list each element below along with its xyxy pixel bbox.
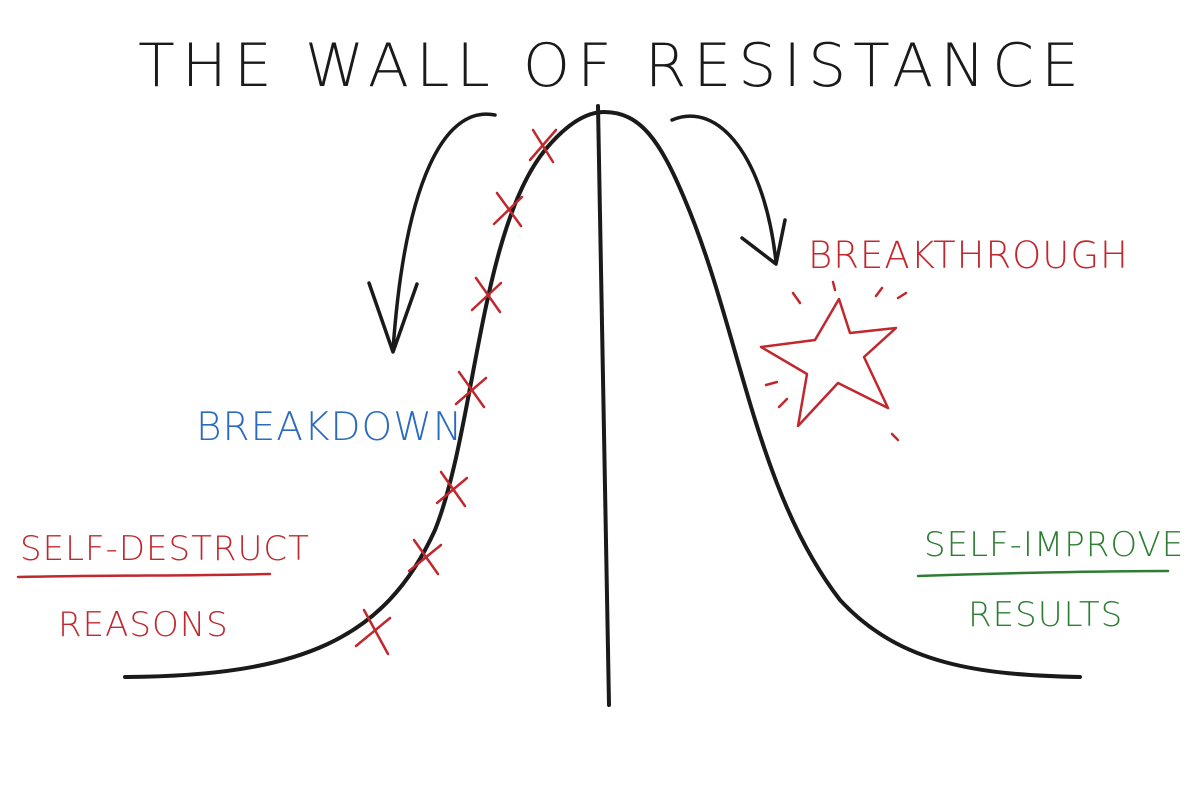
x-mark-icon: [435, 470, 469, 508]
self-destruct-underline: [16, 572, 272, 579]
curved-arrow-icon: [670, 114, 787, 266]
x-mark-icon: [407, 538, 443, 576]
star-burst-icon: [759, 280, 908, 442]
curved-arrow-icon: [367, 112, 497, 354]
reasons-label: REASONS: [58, 605, 229, 645]
x-mark-icon: [470, 276, 503, 314]
x-mark-icon: [354, 608, 392, 656]
x-mark-icon: [528, 128, 558, 164]
breakdown-label: BREAKDOWN: [196, 405, 463, 450]
breakthrough-label: BREAKTHROUGH: [808, 234, 1129, 277]
self-improve-underline: [916, 569, 1170, 578]
diagram-title: THE WALL OF RESISTANCE: [138, 31, 1086, 101]
x-mark-icon: [454, 370, 488, 409]
results-label: RESULTS: [968, 595, 1123, 635]
x-mark-icon: [492, 191, 524, 228]
wall-line: [596, 104, 611, 707]
self-improve-label: SELF-IMPROVE: [924, 525, 1184, 565]
wall-marks: [354, 128, 558, 656]
self-destruct-label: SELF-DESTRUCT: [20, 529, 310, 569]
